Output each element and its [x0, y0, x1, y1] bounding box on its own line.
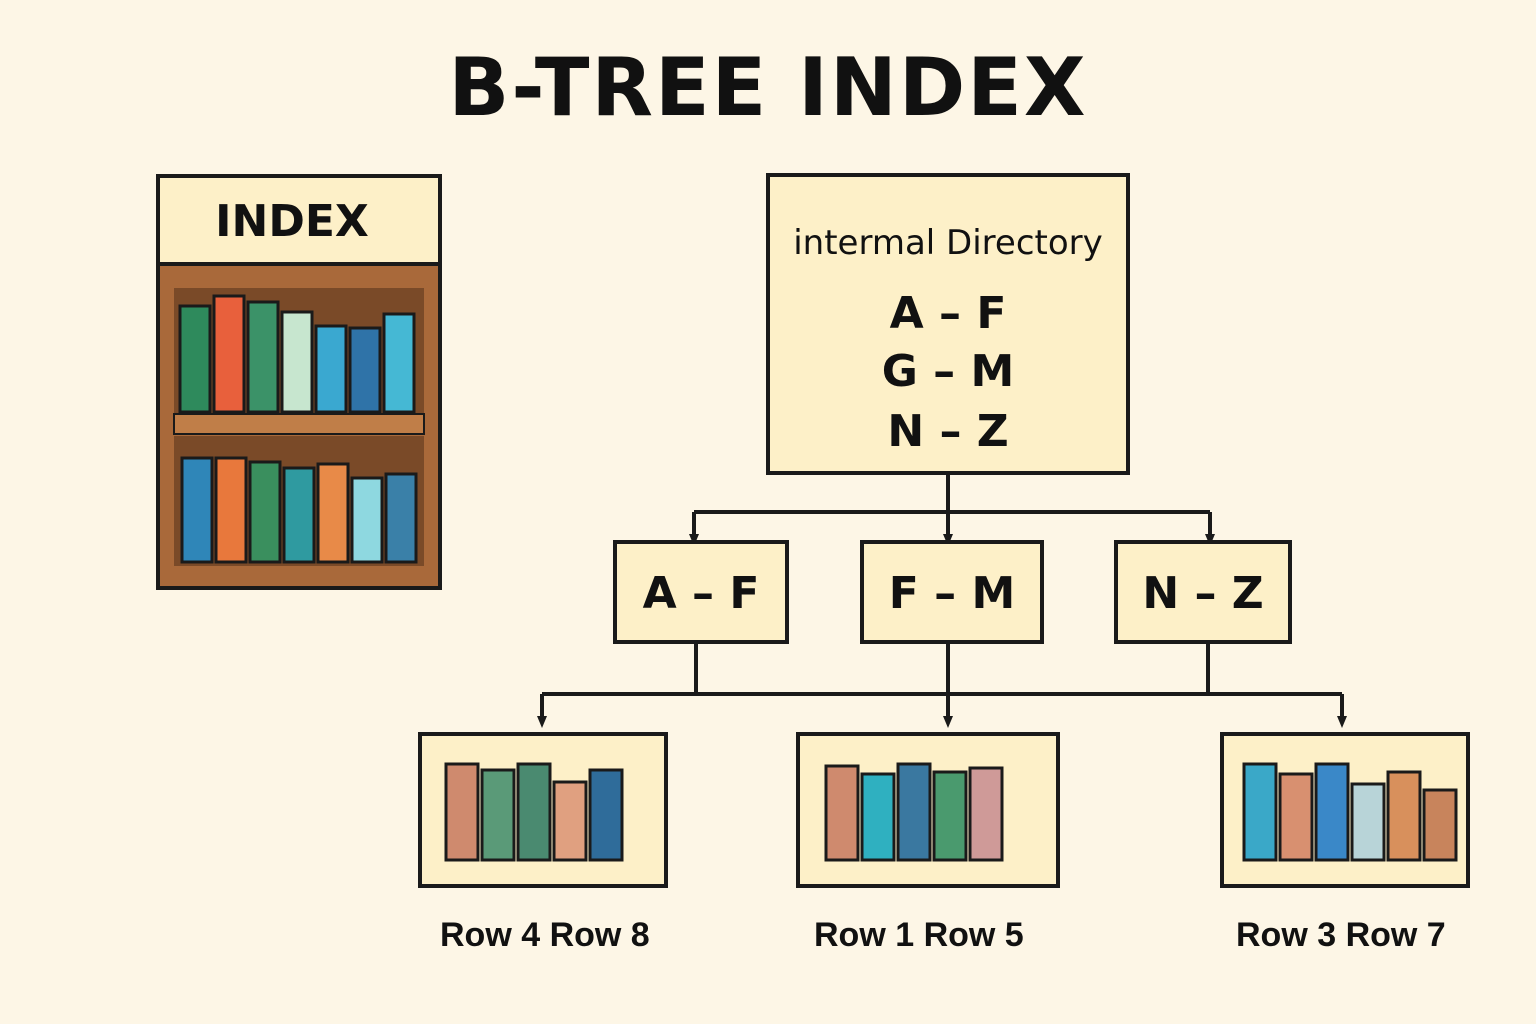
leaf-node-1 [418, 732, 668, 888]
bottom-shelf-book-5 [316, 462, 350, 564]
leaf-node-1-rows: Row 4 Row 8 [440, 916, 650, 954]
top-shelf-book-7 [382, 312, 416, 414]
bottom-shelf-book-3 [248, 460, 282, 564]
bottom-shelf-book-2 [214, 456, 248, 564]
top-shelf-book-3 [246, 300, 280, 414]
root-range-2: G – M [882, 346, 1015, 397]
leaf-node-3-books [1242, 762, 1458, 862]
top-shelf-book-6 [348, 326, 382, 414]
internal-connectors [537, 642, 1347, 728]
leaf-3-book-3 [1314, 762, 1350, 862]
leaf-3-book-6 [1422, 788, 1458, 862]
leaf-3-book-5 [1386, 770, 1422, 862]
leaf-2-book-4 [932, 770, 968, 862]
diagram-title: B-TREE INDEX [448, 41, 1088, 134]
bottom-shelf-book-7 [384, 472, 418, 564]
internal-node-2-label: F – M [889, 568, 1015, 619]
leaf-node-1-books [444, 762, 624, 862]
leaf-1-book-3 [516, 762, 552, 862]
internal-node-1: A – F [613, 540, 789, 644]
bookshelf-label: INDEX [215, 196, 369, 247]
bookshelf-middle-board [173, 413, 425, 435]
top-shelf-book-2 [212, 294, 246, 414]
bottom-shelf-book-6 [350, 476, 384, 564]
root-node-title: intermal Directory [793, 223, 1103, 263]
leaf-1-book-5 [588, 768, 624, 862]
internal-node-2: F – M [860, 540, 1044, 644]
top-shelf-book-5 [314, 324, 348, 414]
leaf-2-book-2 [860, 772, 896, 862]
leaf-3-book-2 [1278, 772, 1314, 862]
root-range-1: A – F [890, 288, 1007, 339]
root-connectors [689, 473, 1215, 546]
bottom-shelf-book-1 [180, 456, 214, 564]
leaf-node-2-books [824, 762, 1004, 862]
internal-node-1-label: A – F [643, 568, 760, 619]
bottom-shelf-books [180, 456, 418, 564]
bookshelf-header [156, 174, 442, 266]
top-shelf-book-1 [178, 304, 212, 414]
bottom-shelf-book-4 [282, 466, 316, 564]
leaf-1-book-1 [444, 762, 480, 862]
leaf-1-book-4 [552, 780, 588, 862]
leaf-node-2 [796, 732, 1060, 888]
root-range-3: N – Z [887, 406, 1008, 457]
leaf-2-book-3 [896, 762, 932, 862]
leaf-1-book-2 [480, 768, 516, 862]
leaf-node-2-rows: Row 1 Row 5 [814, 916, 1024, 954]
top-shelf-book-4 [280, 310, 314, 414]
root-node: intermal Directory A – F G – M N – Z [766, 173, 1130, 475]
internal-node-3-label: N – Z [1142, 568, 1263, 619]
leaf-3-book-4 [1350, 782, 1386, 862]
leaf-node-3-rows: Row 3 Row 7 [1236, 916, 1446, 954]
top-shelf-books [178, 294, 416, 414]
leaf-node-3 [1220, 732, 1470, 888]
internal-node-3: N – Z [1114, 540, 1292, 644]
bookshelf-base [174, 566, 424, 586]
leaf-2-book-1 [824, 764, 860, 862]
leaf-2-book-5 [968, 766, 1004, 862]
leaf-3-book-1 [1242, 762, 1278, 862]
bookshelf: INDEX [156, 174, 442, 590]
